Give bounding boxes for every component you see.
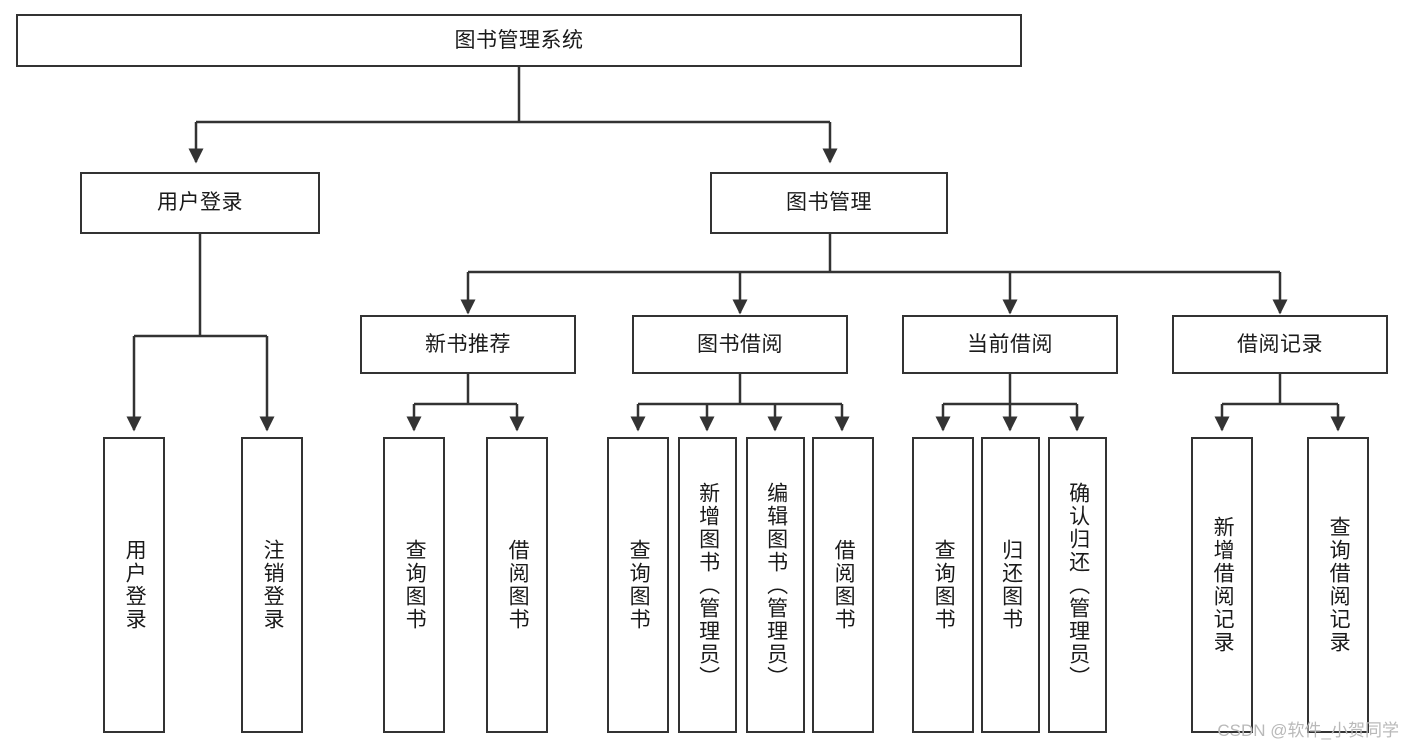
node-label: 编辑图书（管理员） bbox=[764, 481, 788, 689]
node-book-management[interactable]: 图书管理 bbox=[710, 172, 948, 234]
leaf-current-borrow-query-books[interactable]: 查询图书 bbox=[912, 437, 974, 733]
node-label: 当前借阅 bbox=[967, 332, 1053, 356]
node-label: 图书管理 bbox=[786, 191, 872, 215]
node-label: 归还图书 bbox=[999, 539, 1023, 631]
leaf-current-borrow-confirm-return-admin[interactable]: 确认归还（管理员） bbox=[1048, 437, 1107, 733]
node-label: 图书管理系统 bbox=[454, 28, 584, 52]
leaf-book-borrow-query-books[interactable]: 查询图书 bbox=[607, 437, 669, 733]
node-label: 借阅图书 bbox=[832, 539, 856, 631]
node-label: 图书借阅 bbox=[697, 332, 783, 356]
node-new-book-recommend[interactable]: 新书推荐 bbox=[360, 315, 576, 374]
node-book-borrow[interactable]: 图书借阅 bbox=[632, 315, 848, 374]
node-label: 用户登录 bbox=[157, 191, 243, 215]
tree-connectors bbox=[126, 67, 1346, 432]
node-label: 查询借阅记录 bbox=[1327, 516, 1351, 654]
node-user-login[interactable]: 用户登录 bbox=[80, 172, 320, 234]
node-label: 新增借阅记录 bbox=[1211, 516, 1235, 654]
node-label: 借阅图书 bbox=[506, 539, 530, 631]
leaf-user-login-logout[interactable]: 注销登录 bbox=[241, 437, 303, 733]
node-root-book-management-system[interactable]: 图书管理系统 bbox=[16, 14, 1022, 67]
leaf-new-book-borrow-books[interactable]: 借阅图书 bbox=[486, 437, 548, 733]
leaf-book-borrow-borrow-books[interactable]: 借阅图书 bbox=[812, 437, 874, 733]
node-label: 借阅记录 bbox=[1237, 332, 1323, 356]
leaf-current-borrow-return-books[interactable]: 归还图书 bbox=[981, 437, 1040, 733]
leaf-book-borrow-edit-book-admin[interactable]: 编辑图书（管理员） bbox=[746, 437, 805, 733]
node-label: 查询图书 bbox=[403, 539, 427, 631]
node-label: 注销登录 bbox=[261, 539, 285, 631]
node-label: 新增图书（管理员） bbox=[696, 481, 720, 689]
node-borrow-record[interactable]: 借阅记录 bbox=[1172, 315, 1388, 374]
leaf-borrow-record-query-record[interactable]: 查询借阅记录 bbox=[1307, 437, 1369, 733]
node-label: 用户登录 bbox=[123, 539, 147, 631]
leaf-user-login-login[interactable]: 用户登录 bbox=[103, 437, 165, 733]
node-label: 查询图书 bbox=[627, 539, 651, 631]
node-label: 确认归还（管理员） bbox=[1066, 481, 1090, 689]
node-label: 新书推荐 bbox=[425, 332, 511, 356]
node-label: 查询图书 bbox=[932, 539, 956, 631]
node-current-borrow[interactable]: 当前借阅 bbox=[902, 315, 1118, 374]
leaf-book-borrow-add-book-admin[interactable]: 新增图书（管理员） bbox=[678, 437, 737, 733]
leaf-borrow-record-add-record[interactable]: 新增借阅记录 bbox=[1191, 437, 1253, 733]
leaf-new-book-query-books[interactable]: 查询图书 bbox=[383, 437, 445, 733]
